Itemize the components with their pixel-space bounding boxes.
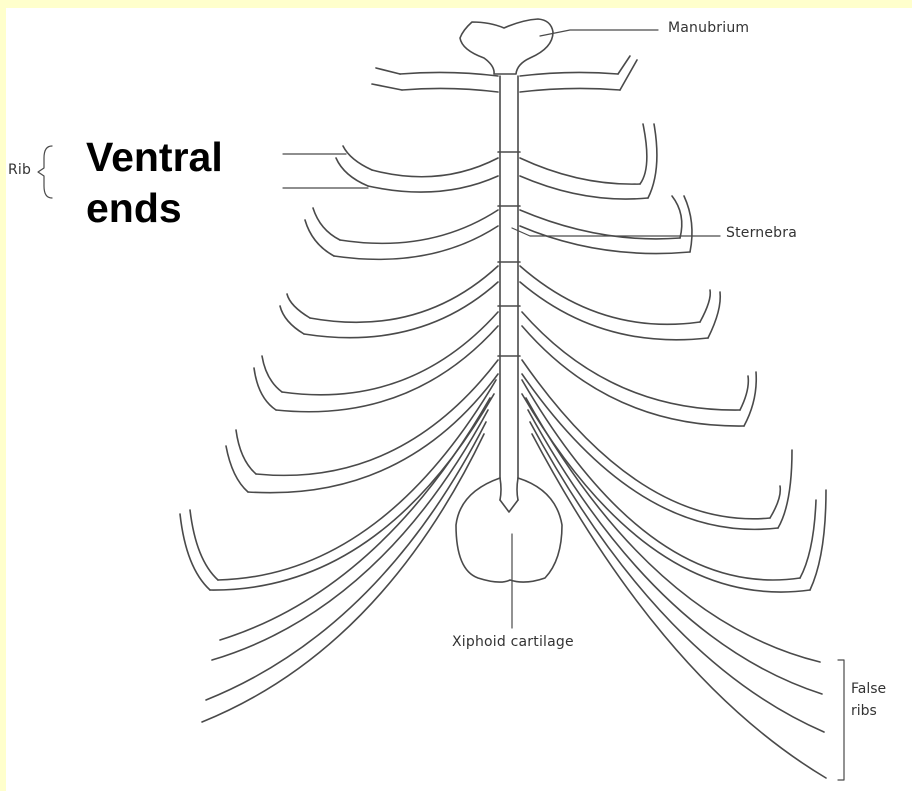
false-ribs-label-line2: ribs	[851, 700, 886, 722]
false-ribs-label: False ribs	[851, 678, 886, 722]
rib-brace	[38, 146, 52, 198]
xiphoid-cartilage-label: Xiphoid cartilage	[452, 634, 574, 650]
right-ribs	[520, 56, 826, 778]
xiphoid-cartilage-shape	[456, 478, 562, 582]
left-ribs	[180, 68, 498, 722]
manubrium-leader	[540, 30, 658, 36]
sternum-column	[498, 76, 520, 512]
rib-label: Rib	[8, 162, 31, 178]
false-ribs-bracket	[838, 660, 844, 780]
false-ribs-label-line1: False	[851, 678, 886, 700]
manubrium-label: Manubrium	[668, 20, 749, 36]
manubrium-shape	[460, 19, 553, 74]
ventral-ends-line2: ends	[86, 183, 223, 234]
ventral-ends-overlay: Ventral ends	[86, 132, 223, 234]
sternebra-label: Sternebra	[726, 225, 797, 241]
ventral-ends-line1: Ventral	[86, 132, 223, 183]
